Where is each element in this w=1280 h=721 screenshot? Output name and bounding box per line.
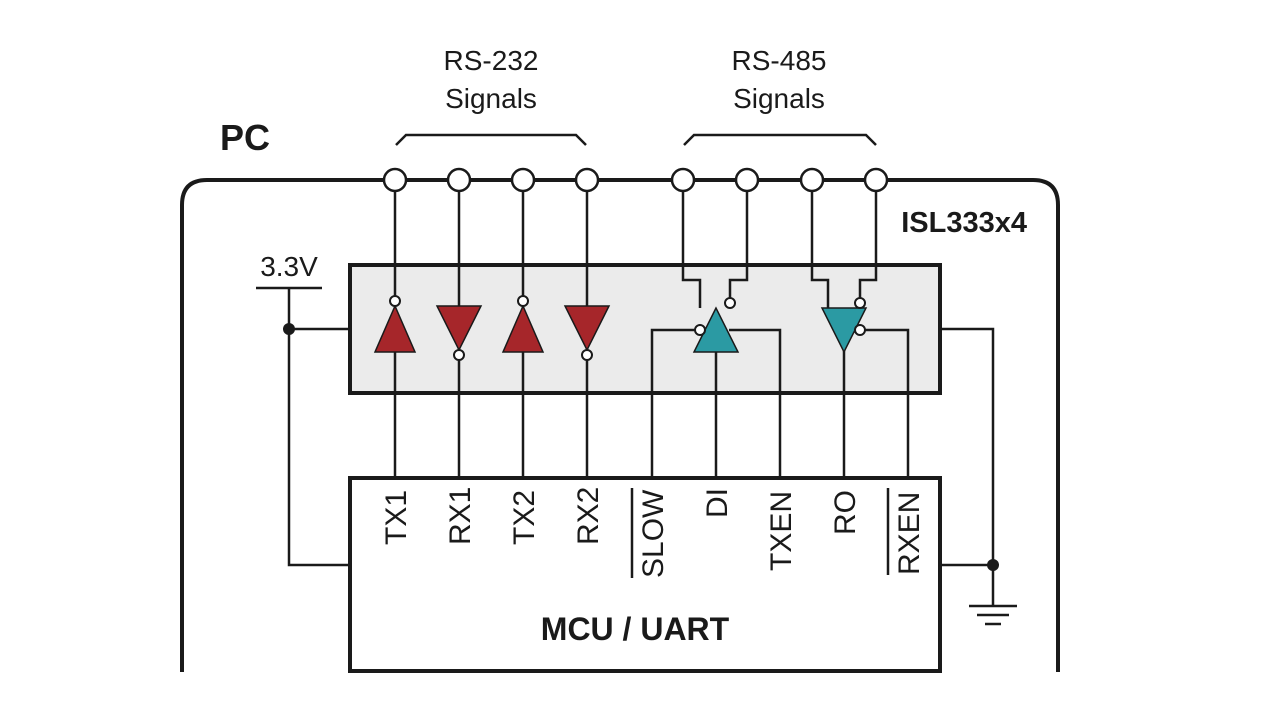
tx1-driver-bubble xyxy=(389,295,401,307)
rs485-driver-output-bubble xyxy=(724,297,736,309)
ground-junction xyxy=(987,559,999,571)
rs485-receiver-input-bubble xyxy=(854,297,866,309)
pc-enclosure xyxy=(180,178,1060,672)
terminal-icon xyxy=(670,167,696,193)
rs485-receiver-bus-a xyxy=(810,192,830,308)
pin-label-ro: RO xyxy=(829,490,862,535)
terminals xyxy=(382,167,889,193)
rx2-receiver-bubble xyxy=(581,349,593,361)
rxen-wire xyxy=(864,328,910,478)
rs485-group-label-line1: RS-485 xyxy=(732,45,827,76)
tx2-driver-bubble xyxy=(517,295,529,307)
mcu-label: MCU / UART xyxy=(541,611,730,647)
terminal-icon xyxy=(863,167,889,193)
supply-junction xyxy=(283,323,295,335)
pin-label-rxen: RXEN xyxy=(893,492,926,575)
rs485-driver-bus-a xyxy=(681,192,702,308)
rs485-receiver-bus-b xyxy=(858,192,878,300)
chip-name-label: ISL333x4 xyxy=(901,207,1027,239)
pin-label-rx1: RX1 xyxy=(444,487,477,545)
rs232-group-brace xyxy=(395,133,587,146)
pin-label-txen: TXEN xyxy=(765,491,798,571)
slow-wire xyxy=(650,328,706,478)
rs485-group-brace xyxy=(683,133,877,146)
rs232-group-label-line2: Signals xyxy=(445,83,537,114)
pin-label-tx2: TX2 xyxy=(508,490,541,545)
terminal-icon xyxy=(574,167,600,193)
rx1-receiver-icon xyxy=(435,305,483,352)
terminal-icon xyxy=(446,167,472,193)
mcu-uart-block xyxy=(348,476,942,673)
terminal-icon xyxy=(799,167,825,193)
ground-wire xyxy=(940,327,995,606)
tx1-driver-icon xyxy=(373,304,417,353)
txen-wire xyxy=(729,328,782,478)
supply-voltage-label: 3.3V xyxy=(260,251,318,282)
rxen-input-bubble xyxy=(854,324,866,336)
pin-label-di: DI xyxy=(701,488,734,518)
terminal-icon xyxy=(734,167,760,193)
pin-label-rx2: RX2 xyxy=(572,487,605,545)
rx1-receiver-bubble xyxy=(453,349,465,361)
supply-wire xyxy=(287,288,350,567)
rs485-driver-bus-b xyxy=(728,192,749,300)
tx2-driver-icon xyxy=(501,304,545,353)
pc-label: PC xyxy=(220,117,270,158)
pin-label-tx1: TX1 xyxy=(380,490,413,545)
rx2-receiver-icon xyxy=(563,305,611,352)
pin-label-slow: SLOW xyxy=(637,489,670,578)
terminal-icon xyxy=(382,167,408,193)
terminal-icon xyxy=(510,167,536,193)
slow-input-bubble xyxy=(694,324,706,336)
rs485-group-label-line2: Signals xyxy=(733,83,825,114)
ground-icon xyxy=(969,604,1017,626)
rs232-group-label-line1: RS-232 xyxy=(444,45,539,76)
